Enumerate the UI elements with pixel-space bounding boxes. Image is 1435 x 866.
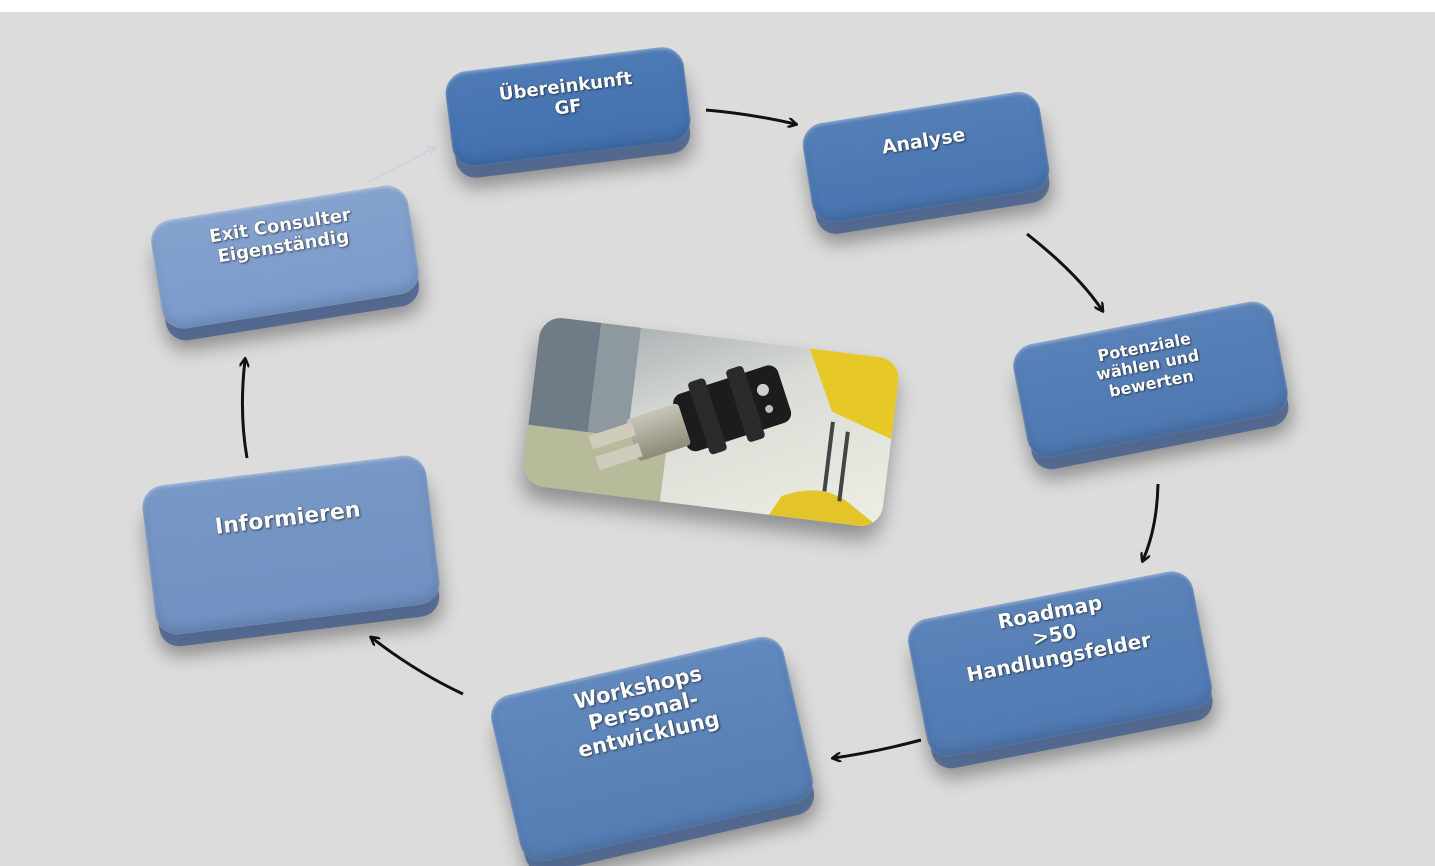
arrow-exit-to-uber [367,148,434,183]
cycle-arrows [0,108,1160,866]
node-label: Informieren [213,497,362,541]
arrow-analyse-to-potenziale [1026,232,1102,310]
node-label: Exit Consulter Eigenständig [207,204,353,268]
arrow-informieren-to-exit [242,360,247,459]
arrow-potenziale-to-roadmap [1143,483,1160,560]
robot-gripper-photo [520,315,902,529]
diagram-canvas: Übereinkunft GF Analyse Potenziale wähle… [0,12,1435,866]
node-label: Potenziale wählen und bewerten [1094,328,1201,401]
arrow-roadmap-to-workshops [834,738,922,758]
node-label: Übereinkunft GF [497,68,634,120]
node-label: Analyse [880,123,967,159]
arrow-uber-to-analyse [705,108,795,124]
arrow-workshops-to-informieren [372,638,464,696]
